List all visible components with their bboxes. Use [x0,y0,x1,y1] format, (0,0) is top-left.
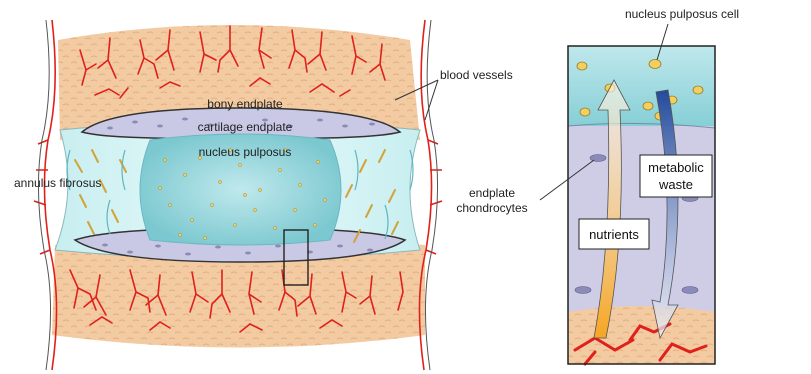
label-cartilage-endplate: cartilage endplate [198,120,293,134]
disc-illustration [34,20,442,370]
label-nucleus-pulposus: nucleus pulposus [199,145,292,159]
label-nucleus-pulposus-cell: nucleus pulposus cell [625,7,739,21]
label-endplate: endplate [469,186,515,200]
label-nutrients: nutrients [589,227,639,242]
label-metabolic: metabolic [648,160,704,175]
label-chondrocytes: chondrocytes [456,201,527,215]
zoom-panel: nutrients metabolic waste [568,46,715,364]
panel-top [568,46,715,126]
label-annulus-fibrosus: annulus fibrosus [14,176,101,190]
label-waste: waste [658,177,693,192]
label-blood-vessels: blood vessels [440,68,513,82]
panel-bone [568,306,715,364]
label-bony-endplate: bony endplate [207,97,283,111]
